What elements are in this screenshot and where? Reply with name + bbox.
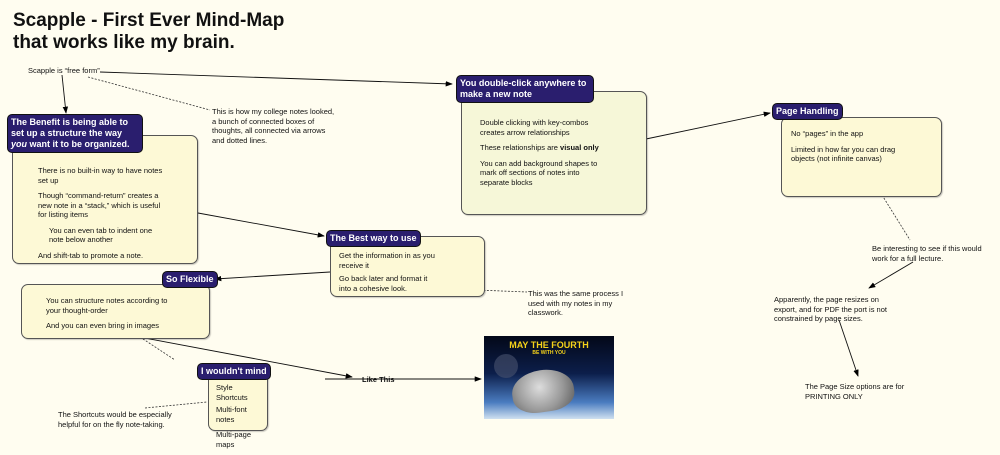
arrow-benefit-to-best-way — [197, 212, 325, 238]
note-text: Get the information in as you receive it — [339, 251, 435, 270]
arrow-free-form-to-benefit — [61, 74, 69, 114]
so-flexible-header[interactable]: So Flexible — [162, 271, 218, 288]
note-text: You can add background shapes to mark of… — [480, 158, 598, 187]
page-title: Scapple - First Ever Mind-Map that works… — [13, 10, 284, 54]
note-text-part: These relationships are — [480, 143, 561, 152]
note-text: Go back later and format it into a cohes… — [339, 274, 428, 293]
arrow-apparently-to-page-size — [838, 319, 859, 377]
dotted-page-to-lecture — [881, 194, 911, 241]
arrow-best-way-to-flexible — [214, 271, 331, 282]
benefit-note-box[interactable]: There is no built-in way to have notes s… — [12, 135, 198, 264]
so-flexible-note-box[interactable]: You can structure notes according to you… — [21, 284, 210, 339]
dotted-shortcuts-to-wouldnt — [144, 401, 208, 409]
arrow-double-click-to-page-handling — [645, 111, 771, 140]
benefit-header[interactable]: The Benefit is being able to set up a st… — [7, 114, 143, 153]
header-text: The Benefit is being able to set up a st… — [11, 117, 129, 138]
dotted-free-form-to-college — [87, 76, 211, 111]
header-text: want it to be organized. — [27, 139, 130, 149]
note-text: And shift-tab to promote a note. — [38, 250, 144, 260]
note-text: You can structure notes according to you… — [46, 296, 168, 315]
arrow-free-form-to-double-click — [99, 71, 453, 87]
note-same-process[interactable]: This was the same process I used with my… — [528, 289, 624, 317]
note-free-form[interactable]: Scapple is “free form” — [28, 66, 100, 75]
note-like-this[interactable]: Like This — [362, 375, 395, 384]
note-page-size[interactable]: The Page Size options are for PRINTING O… — [805, 382, 905, 401]
note-text: You can even tab to indent one note belo… — [49, 225, 153, 245]
note-text: No “pages” in the app — [791, 129, 864, 138]
page-handling-header[interactable]: Page Handling — [772, 103, 843, 120]
double-click-header[interactable]: You double-click anywhere to make a new … — [456, 75, 594, 103]
note-text: Though “command-return” creates a new no… — [38, 191, 161, 219]
header-emphasis: you — [11, 139, 28, 149]
best-way-header[interactable]: The Best way to use — [326, 230, 421, 247]
planet-shape — [494, 354, 518, 378]
wouldnt-mind-header[interactable]: I wouldn't mind — [197, 363, 271, 380]
note-text: Style Shortcuts — [216, 383, 248, 402]
connection-lines — [61, 71, 914, 409]
millennium-falcon-image[interactable]: May the fourth Be with you — [484, 336, 614, 419]
arrow-lecture-to-apparently — [868, 261, 914, 289]
double-click-note-box[interactable]: Double clicking with key-combos creates … — [461, 91, 647, 215]
note-text: And you can even bring in images — [46, 321, 159, 330]
image-caption-line: Be with you — [532, 350, 566, 356]
note-text: Multi-page maps — [216, 430, 252, 449]
note-text: These relationships are visual only — [480, 143, 600, 153]
arrow-flexible-to-like-this — [117, 332, 353, 379]
note-text: Double clicking with key-combos creates … — [480, 118, 589, 137]
note-shortcuts[interactable]: The Shortcuts would be especially helpfu… — [58, 410, 172, 429]
image-caption-line: May the fourth — [509, 340, 589, 350]
note-college-notes[interactable]: This is how my college notes looked, a b… — [212, 107, 335, 145]
note-text-bold: visual only — [560, 143, 599, 152]
note-text: Multi-font notes — [216, 405, 247, 424]
page-handling-note-box[interactable]: No “pages” in the app Limited in how far… — [781, 117, 942, 197]
note-text: Limited in how far you can drag objects … — [791, 144, 896, 164]
note-apparently[interactable]: Apparently, the page resizes on export, … — [774, 295, 887, 323]
title-line: Scapple - First Ever Mind-Map — [13, 10, 285, 31]
note-text: There is no built-in way to have notes s… — [38, 166, 163, 185]
note-full-lecture[interactable]: Be interesting to see if this would work… — [872, 244, 982, 263]
title-line: that works like my brain. — [13, 32, 235, 53]
